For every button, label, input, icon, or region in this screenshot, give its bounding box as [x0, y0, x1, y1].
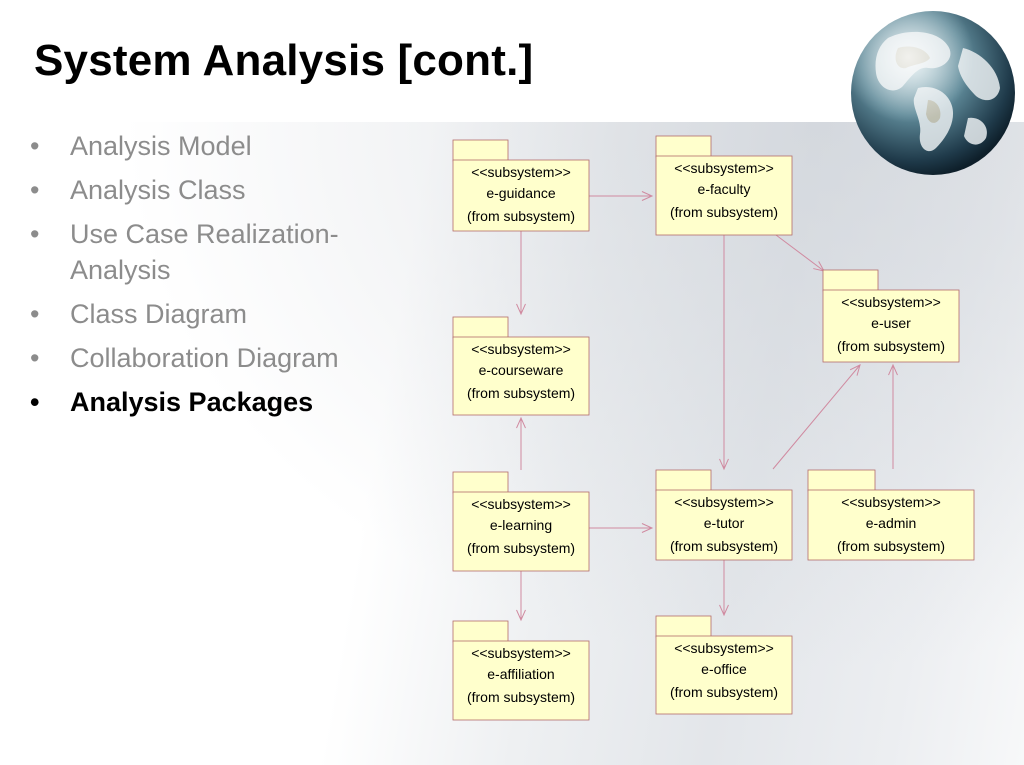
package-tab [452, 620, 509, 643]
arrowhead [516, 303, 526, 316]
package-body [655, 155, 793, 236]
package-origin: (from subsystem) [467, 385, 575, 401]
package-stereotype: <<subsystem>> [674, 160, 774, 176]
bullet-text: Use Case Realization-Analysis [70, 219, 339, 285]
package-stereotype: <<subsystem>> [841, 494, 941, 510]
package-tab [807, 469, 876, 492]
slide-title: System Analysis [cont.] [34, 36, 534, 85]
package-faculty: <<subsystem>> e-faculty (from subsystem) [655, 135, 793, 236]
package-body [655, 489, 793, 561]
dependency-faculty-to-user [775, 234, 825, 272]
bullet-analysis-class: • Analysis Class [30, 172, 400, 208]
bullet-collaboration-diagram: • Collaboration Diagram [30, 340, 400, 376]
package-body [655, 635, 793, 715]
bullet-list: • Analysis Model • Analysis Class • Use Cas… [30, 128, 400, 428]
bullet-text: Collaboration Diagram [70, 343, 339, 373]
package-tab [452, 316, 509, 339]
package-stereotype: <<subsystem>> [471, 341, 571, 357]
package-body [452, 491, 590, 572]
arrowhead [516, 609, 526, 622]
package-body [822, 289, 960, 363]
dependency-arrows [516, 191, 898, 622]
package-courseware: <<subsystem>> e-courseware (from subsystem… [452, 316, 590, 416]
package-name: e-faculty [698, 181, 751, 197]
package-stereotype: <<subsystem>> [674, 640, 774, 656]
package-tab [655, 615, 712, 638]
globe-icon [851, 11, 1015, 175]
bullet-dot: • [30, 219, 40, 249]
bullet-text: Analysis Class [70, 175, 246, 205]
dependency-admin-to-user [888, 363, 898, 469]
package-name: e-user [871, 315, 911, 331]
dependency-tutor-to-user [772, 364, 861, 470]
package-name: e-affiliation [487, 666, 554, 682]
dependency-guidance-to-faculty [589, 191, 654, 201]
bullet-use-case-realization: • Use Case Realization-Analysis [30, 216, 400, 288]
package-origin: (from subsystem) [467, 689, 575, 705]
package-tab [655, 469, 712, 492]
package-tab [452, 471, 509, 494]
dependency-line [772, 364, 861, 470]
package-body [452, 336, 590, 416]
package-tab [822, 269, 879, 292]
dependency-faculty-to-tutor [719, 235, 729, 471]
package-body [452, 159, 590, 232]
package-origin: (from subsystem) [467, 208, 575, 224]
package-name: e-guidance [486, 185, 555, 201]
bullet-analysis-model: • Analysis Model [30, 128, 400, 164]
package-learning: <<subsystem>> e-learning (from subsystem) [452, 471, 590, 572]
dependency-learning-to-tutor [589, 523, 654, 533]
package-name: e-admin [866, 515, 917, 531]
package-office: <<subsystem>> e-office (from subsystem) [655, 615, 793, 715]
bullet-dot: • [30, 343, 40, 373]
bullet-analysis-packages: • Analysis Packages [30, 384, 400, 420]
bullet-class-diagram: • Class Diagram [30, 296, 400, 332]
dependency-tutor-to-office [719, 560, 729, 617]
dependency-learning-to-courseware [516, 416, 526, 470]
package-guidance: <<subsystem>> e-guidance (from subsystem) [452, 139, 590, 232]
dependency-learning-to-affiliation [516, 571, 526, 622]
package-origin: (from subsystem) [837, 538, 945, 554]
arrowhead [641, 191, 654, 201]
package-name: e-courseware [479, 362, 564, 378]
arrowhead [888, 363, 898, 376]
package-user: <<subsystem>> e-user (from subsystem) [822, 269, 960, 363]
package-origin: (from subsystem) [670, 538, 778, 554]
packages: <<subsystem>>e-guidance(from subsystem)<… [452, 135, 975, 721]
bullet-dot: • [30, 131, 40, 161]
package-name: e-learning [490, 517, 552, 533]
package-body [807, 489, 975, 561]
package-body [452, 640, 590, 721]
package-origin: (from subsystem) [670, 684, 778, 700]
dependency-line [775, 234, 825, 272]
package-origin: (from subsystem) [837, 338, 945, 354]
bullet-text: Analysis Model [70, 131, 252, 161]
package-tutor: <<subsystem>> e-tutor (from subsystem) [655, 469, 793, 561]
arrowhead [719, 604, 729, 617]
package-stereotype: <<subsystem>> [471, 496, 571, 512]
package-name: e-office [701, 661, 747, 677]
arrowhead [516, 416, 526, 429]
bullet-dot: • [30, 387, 40, 417]
package-admin: <<subsystem>> e-admin (from subsystem) [807, 469, 975, 561]
package-tab [452, 139, 509, 162]
package-origin: (from subsystem) [467, 540, 575, 556]
package-stereotype: <<subsystem>> [841, 294, 941, 310]
dependency-guidance-to-courseware [516, 231, 526, 316]
package-stereotype: <<subsystem>> [471, 164, 571, 180]
bullet-dot: • [30, 175, 40, 205]
package-tab [655, 135, 712, 158]
package-stereotype: <<subsystem>> [674, 494, 774, 510]
bullet-text: Class Diagram [70, 299, 248, 329]
arrowhead [849, 364, 861, 376]
bullet-dot: • [30, 299, 40, 329]
package-origin: (from subsystem) [670, 204, 778, 220]
arrowhead [641, 523, 654, 533]
package-stereotype: <<subsystem>> [471, 645, 571, 661]
arrowhead [719, 458, 729, 471]
package-name: e-tutor [704, 515, 745, 531]
package-affiliation: <<subsystem>> e-affiliation (from subsyste… [452, 620, 590, 721]
bullet-text: Analysis Packages [70, 387, 314, 417]
